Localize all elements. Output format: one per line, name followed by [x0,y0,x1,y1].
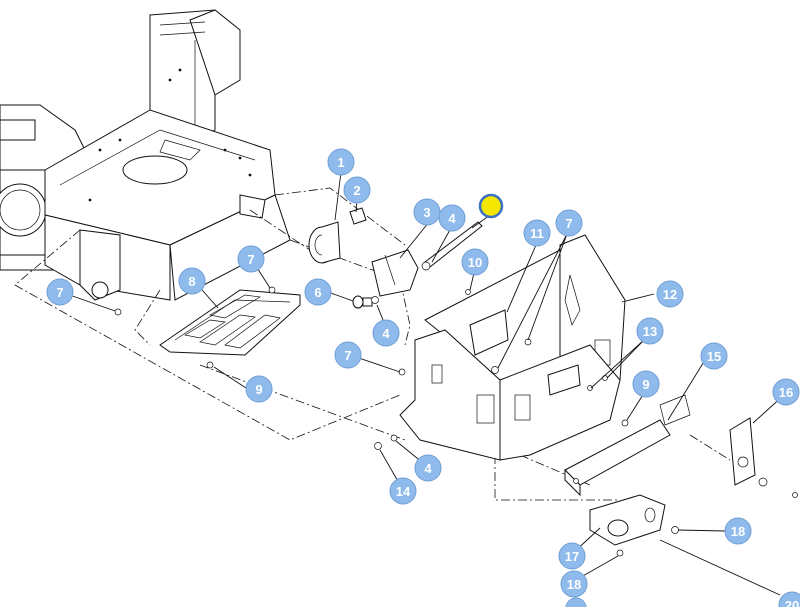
callout-7[interactable]: 7 [555,209,583,237]
svg-text:11: 11 [530,226,544,241]
front-box-assembly [399,234,626,461]
callout-17[interactable]: 17 [558,542,586,570]
svg-text:2: 2 [353,183,360,198]
roller-assembly [308,207,367,264]
callout-13[interactable]: 13 [636,317,664,345]
callout-14[interactable]: 14 [389,477,417,505]
callout-7[interactable]: 7 [46,278,74,306]
callout-4[interactable]: 4 [414,454,442,482]
callout-8[interactable]: 8 [178,267,206,295]
callout-9[interactable]: 9 [632,370,660,398]
svg-text:7: 7 [565,216,572,231]
svg-text:8: 8 [188,274,195,289]
svg-text:6: 6 [314,285,321,300]
block-part-17 [589,494,679,557]
svg-text:18: 18 [567,577,581,592]
svg-text:9: 9 [255,382,262,397]
callout-6[interactable]: 6 [304,278,332,306]
svg-text:10: 10 [468,255,482,270]
callout-20[interactable]: 20 [778,591,800,607]
callout-4[interactable]: 4 [438,204,466,232]
svg-text:13: 13 [643,324,657,339]
svg-text:14: 14 [396,484,411,499]
callout-partial [565,597,587,607]
highlight-marker[interactable] [478,193,504,219]
svg-text:7: 7 [247,252,254,267]
svg-text:4: 4 [448,211,456,226]
callout-12[interactable]: 12 [656,280,684,308]
svg-text:18: 18 [731,524,745,539]
callout-1[interactable]: 1 [327,148,355,176]
callout-7[interactable]: 7 [334,341,362,369]
callout-9[interactable]: 9 [245,375,273,403]
callout-11[interactable]: 11 [523,219,551,247]
assembly-dashed-lines [14,187,731,501]
svg-text:7: 7 [56,285,63,300]
footplate-part [159,289,301,369]
svg-text:9: 9 [642,377,649,392]
svg-text:16: 16 [779,385,793,400]
callout-10[interactable]: 10 [461,248,489,276]
svg-text:20: 20 [785,598,799,607]
callout-3[interactable]: 3 [413,198,441,226]
svg-text:4: 4 [382,326,390,341]
svg-text:12: 12 [663,287,677,302]
bracket-part [371,221,483,297]
svg-text:1: 1 [337,155,344,170]
callout-2[interactable]: 2 [343,176,371,204]
fasteners [114,286,798,498]
bar-part-15 [564,394,691,497]
callout-18[interactable]: 18 [560,570,588,598]
callout-7[interactable]: 7 [237,245,265,273]
svg-text:17: 17 [565,549,579,564]
svg-text:7: 7 [344,348,351,363]
bolt-part-6 [352,295,379,309]
bracket-part-16 [729,417,768,487]
callout-16[interactable]: 16 [772,378,800,406]
svg-text:3: 3 [423,205,430,220]
callout-15[interactable]: 15 [700,342,728,370]
callout-18[interactable]: 18 [724,517,752,545]
svg-text:15: 15 [707,349,721,364]
svg-text:4: 4 [424,461,432,476]
callout-4[interactable]: 4 [372,319,400,347]
